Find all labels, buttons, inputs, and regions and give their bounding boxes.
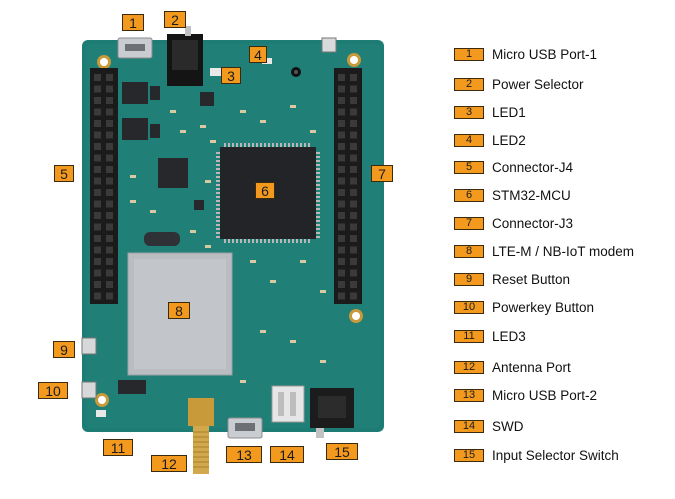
legend-item: 6 STM32-MCU [454,185,571,205]
legend-item: 14 SWD [454,416,524,436]
legend-number: 5 [454,160,484,174]
legend-item: 11 LED3 [454,326,526,346]
legend-number: 7 [454,216,484,230]
callout-12: 12 [151,455,187,472]
legend-number: 12 [454,360,484,374]
legend-number: 3 [454,105,484,119]
callout-15: 15 [326,443,358,460]
antenna-port [188,398,214,426]
led2 [262,58,272,64]
legend-number: 13 [454,388,484,402]
legend-number: 11 [454,329,484,343]
legend-item: 4 LED2 [454,130,526,150]
legend-label: Antenna Port [492,359,571,375]
legend-label: Micro USB Port-2 [492,387,598,403]
legend-label: Power Selector [492,76,584,92]
legend-label: SWD [492,418,524,434]
legend-item: 2 Power Selector [454,74,584,94]
callout-1: 1 [122,14,144,31]
led1 [210,68,222,76]
callout-4: 4 [249,46,267,63]
callout-5: 5 [54,165,74,182]
legend-label: LED2 [492,132,526,148]
legend-label: LTE-M / NB-IoT modem [492,243,635,259]
legend-item: 13 Micro USB Port-2 [454,385,597,405]
callout-11: 11 [103,439,133,456]
legend-number: 1 [454,47,484,61]
legend-number: 15 [454,448,484,462]
callout-14: 14 [270,446,304,463]
legend-item: 5 Connector-J4 [454,157,573,177]
legend-number: 14 [454,419,484,433]
legend-label: Micro USB Port-1 [492,46,598,62]
legend-item: 1 Micro USB Port-1 [454,44,597,64]
callout-9: 9 [53,341,75,358]
led3 [96,410,106,417]
legend-item: 9 Reset Button [454,269,570,289]
legend-label: STM32-MCU [492,187,571,203]
legend-item: 12 Antenna Port [454,357,571,377]
reset-button [81,337,97,355]
callout-3: 3 [221,67,241,84]
legend-item: 15 Input Selector Switch [454,445,619,465]
swd-header [271,385,305,423]
legend-label: Reset Button [492,271,571,287]
legend-label: Input Selector Switch [492,447,619,463]
callout-8: 8 [168,302,190,319]
callout-6: 6 [255,182,275,199]
callout-10: 10 [38,382,68,399]
callout-13: 13 [226,446,262,463]
legend-number: 6 [454,188,484,202]
legend-label: LED1 [492,104,526,120]
legend-number: 9 [454,272,484,286]
legend-label: Powerkey Button [492,299,595,315]
callout-2: 2 [164,11,186,28]
legend-item: 7 Connector-J3 [454,213,573,233]
callout-7: 7 [371,165,393,182]
legend-item: 3 LED1 [454,102,526,122]
legend-number: 4 [454,133,484,147]
legend-item: 8 LTE-M / NB-IoT modem [454,241,634,261]
legend-label: Connector-J3 [492,215,574,231]
powerkey-button [81,381,97,399]
legend-label: Connector-J4 [492,159,574,175]
legend-item: 10 Powerkey Button [454,297,594,317]
legend-number: 8 [454,244,484,258]
legend-number: 2 [454,77,484,91]
legend-label: LED3 [492,328,526,344]
legend-number: 10 [454,300,484,314]
